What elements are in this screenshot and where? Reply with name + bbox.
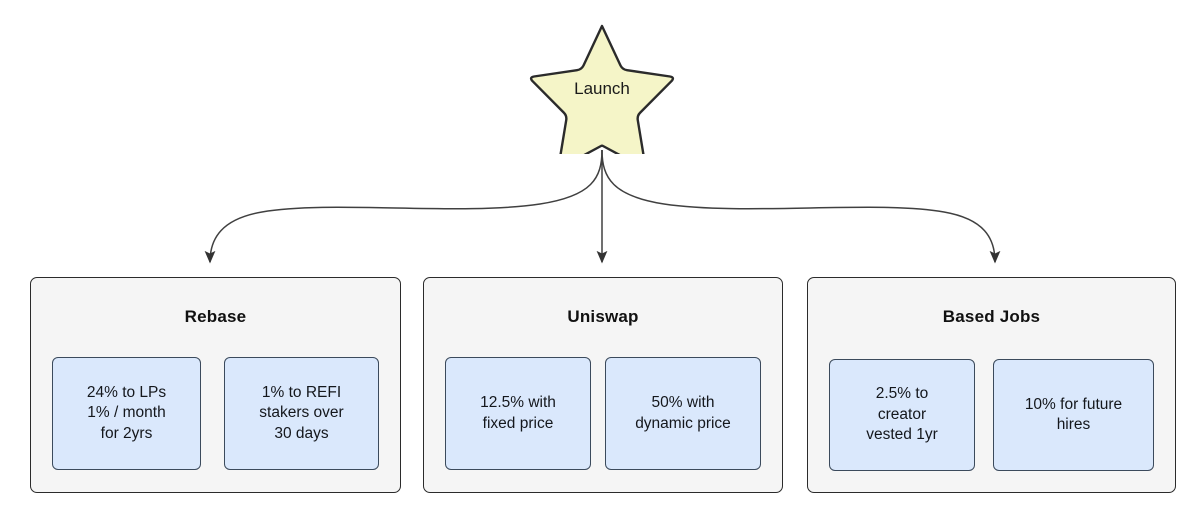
launch-star-node[interactable]: Launch (527, 22, 677, 154)
group-title-rebase: Rebase (184, 307, 247, 326)
group-title-based-jobs: Based Jobs (942, 307, 1041, 326)
star-icon (529, 24, 675, 154)
edge-launch-to-rebase (204, 149, 603, 264)
group-title-uniswap: Uniswap (567, 307, 639, 326)
launch-star-label: Launch (574, 79, 630, 98)
edge-launch-to-based-jobs (601, 149, 1001, 264)
